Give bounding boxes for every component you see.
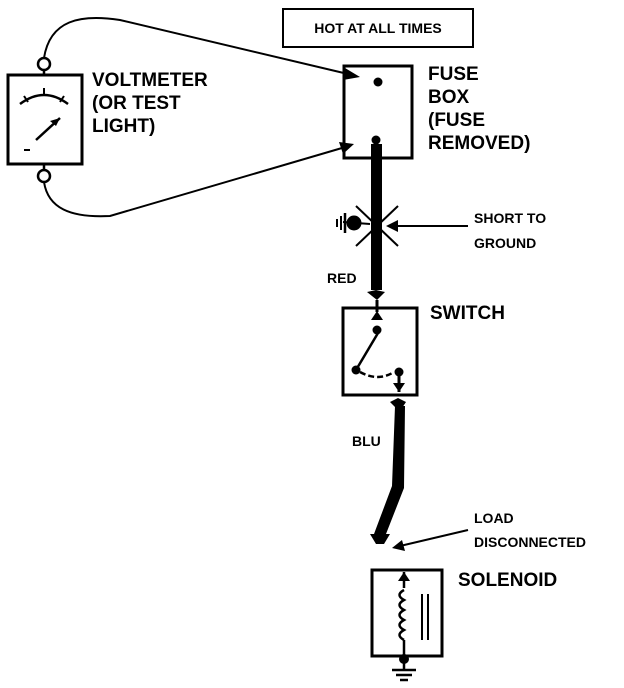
solenoid-label: SOLENOID [458, 570, 558, 591]
red-wire-label: RED [327, 270, 357, 286]
voltmeter-label-line-2: (OR TEST [92, 93, 181, 114]
voltmeter-label-line-1: VOLTMETER [92, 70, 208, 91]
red-wire [367, 144, 385, 300]
blu-wire [370, 398, 406, 544]
short-to-ground-line-2: GROUND [474, 235, 537, 251]
voltmeter-symbol [6, 56, 84, 184]
short-to-ground-line-1: SHORT TO [474, 210, 547, 226]
switch-symbol [341, 300, 419, 397]
load-disconnected-line-1: LOAD [474, 510, 514, 526]
lead-bottom-arrowhead [339, 142, 354, 154]
lead-top-arrowhead [343, 68, 360, 80]
load-pointer-arrowhead [392, 540, 405, 551]
short-to-ground-symbol [336, 205, 399, 247]
voltmeter-lead-top [43, 17, 349, 75]
switch-label: SWITCH [430, 303, 505, 324]
voltmeter-label-line-3: LIGHT) [92, 116, 156, 137]
short-pointer-arrowhead [386, 220, 398, 232]
fuse-box-label-line-3: (FUSE [428, 110, 485, 131]
load-pointer-arrow [399, 529, 469, 547]
blu-wire-label: BLU [352, 433, 381, 449]
fuse-box-label-line-1: FUSE [428, 64, 479, 85]
solenoid-symbol [370, 568, 444, 682]
hot-at-all-times-box: HOT AT ALL TIMES [282, 8, 474, 48]
fuse-box-label-line-2: BOX [428, 87, 470, 108]
load-disconnected-line-2: DISCONNECTED [474, 534, 587, 550]
fuse-box-label-line-4: REMOVED) [428, 133, 531, 154]
hot-at-all-times-label: HOT AT ALL TIMES [314, 20, 442, 36]
voltmeter-lead-bottom [43, 147, 343, 218]
